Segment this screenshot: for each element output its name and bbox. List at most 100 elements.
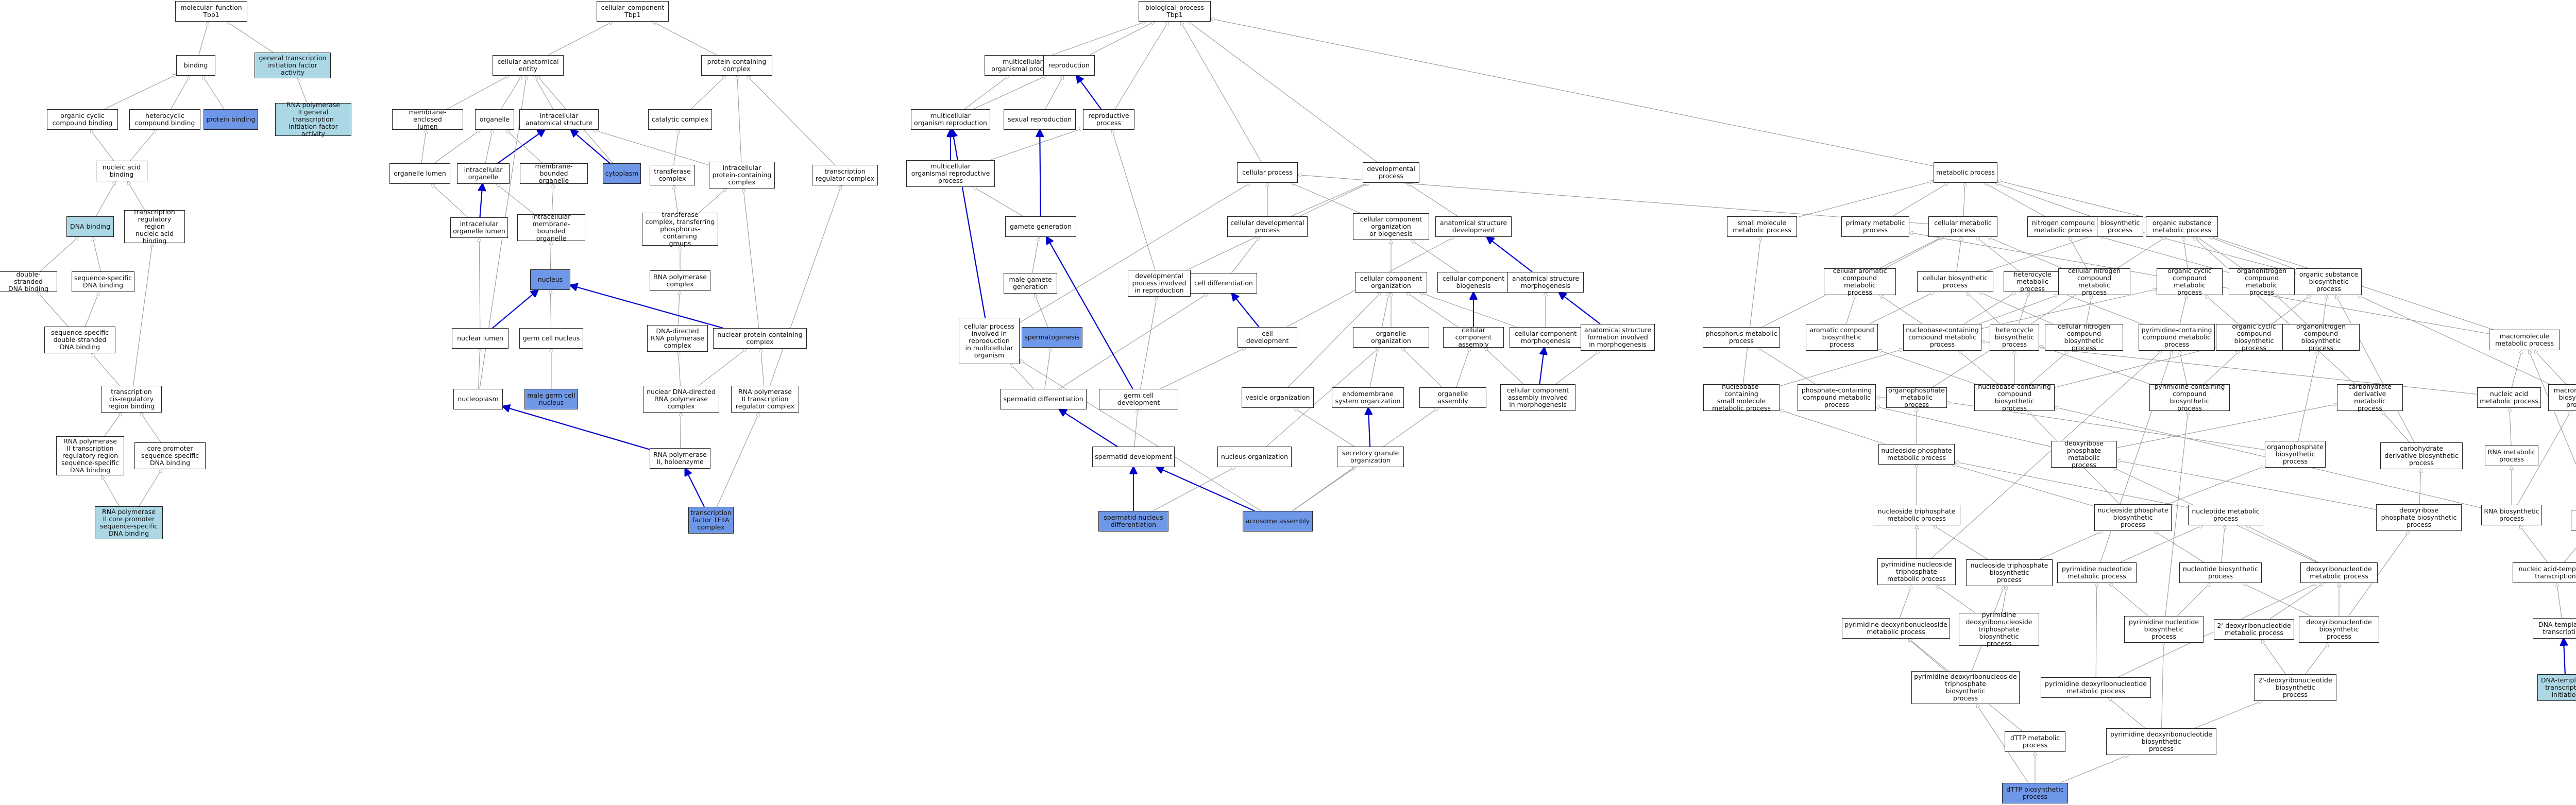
node-heterocycle-met: heterocycle metabolic process <box>2004 271 2061 293</box>
edge-gene_expression-to-macromolecule_met <box>2529 350 2576 465</box>
edge-secretory_granule_org-to-endomembrane_org <box>1368 408 1370 447</box>
node-core-promoter-binding: core promoter sequence-specific DNA bind… <box>134 442 206 469</box>
edge-nucleotide_biosyn-to-nucleotide_met <box>2221 525 2225 563</box>
node-small-mol-met: small molecule metabolic process <box>1727 216 1797 237</box>
edge-nt_triphosphate_biosyn-to-nucleoside_triphosphate_met <box>1933 525 1988 560</box>
node-cellular-process-repro: cellular process involved in reproductio… <box>959 318 1020 364</box>
node-reproductive-process: reproductive process <box>1083 109 1134 130</box>
node-ds-dna-binding: double-stranded DNA binding <box>0 271 57 293</box>
node-cc-morph: cellular component morphogenesis <box>1510 327 1582 348</box>
node-pyr-dnt-biosyn: pyrimidine deoxyribonucleotide biosynthe… <box>2106 728 2216 755</box>
edge-aromatic_biosyn-to-cell_biosynthetic <box>1869 292 1934 324</box>
edge-nuclear_ddrp_complex-to-ddrp_complex <box>679 352 681 386</box>
node-rnap2-holoenzyme: RNA polymerase II, holoenzyme <box>650 448 710 469</box>
edge-cell_biosynthetic-to-cellular_met <box>1956 237 1961 272</box>
node-protein-complex: protein-containing complex <box>701 55 772 76</box>
edge-nucleic_acid_binding-to-org_cyclic_binding <box>90 130 114 161</box>
node-nuclear-lumen: nuclear lumen <box>452 328 509 349</box>
edge-germ_cell_nucleus-to-nucleus <box>550 290 551 329</box>
edge-ds_dna_binding-to-dna_binding <box>40 237 78 272</box>
edge-nucleic_acid_templated_tr-to-gene_expression <box>2564 547 2576 563</box>
edge-nucleobase_met-to-heterocycle_met <box>1963 292 2015 324</box>
edge-pyr_dnt_biosyn-to-pyr_nucleotide_biosyn <box>2161 643 2164 729</box>
edge-org_cyclic_biosyn-to-org_cyclic_met <box>2205 295 2239 324</box>
node-pyr-dnt-tri-biosyn-a: pyrimidine deoxyribonucleoside triphosph… <box>1959 611 2039 647</box>
node-nucleus: nucleus <box>530 269 570 290</box>
node-cc-root: cellular_component Tbp1 <box>597 1 669 22</box>
edge-gamete_generation-to-multi_org_repro_process <box>973 187 1024 217</box>
edge-cc_biogenesis-to-cc_org_biogenesis <box>1411 240 1459 272</box>
edge-pyr_dnt_met2-to-pyr_nucleotide_met <box>2096 583 2097 678</box>
edge-nucleotide_met-to-nucleoside_phosphate_met <box>1955 462 2189 508</box>
edge-nucleobase_small_met-to-nucleobase_met <box>1779 349 1903 387</box>
edge-protein_binding-to-binding <box>202 76 225 110</box>
node-phosphate-cont-met: phosphate-containing compound metabolic … <box>1798 384 1876 411</box>
edge-membrane_organelle-to-organelle <box>506 130 543 164</box>
edge-deoxyribose_phosphate_met-to-phosphate_cont_met <box>1876 406 2052 447</box>
edge-rnap2_holoenzyme-to-nuclear_ddrp_complex <box>680 413 681 449</box>
edge-cc_assembly_morph-to-cc_assembly <box>1484 348 1524 385</box>
edge-deoxyribonucleotide_biosyn-to-nucleotide_biosyn <box>2242 583 2311 616</box>
node-deoxyribose-phosphate-biosyn: deoxyribose phosphate biosynthetic proce… <box>2376 504 2462 531</box>
node-anat-struct-formation: anatomical structure formation involved … <box>1581 324 1655 351</box>
edge-macromolecule_biosyn-to-org_subst_biosyn <box>2358 295 2550 385</box>
edge-multi_org_reproduction-to-reproduction <box>973 76 1046 110</box>
node-org-cyclic-met: organic cyclic compound metabolic proces… <box>2157 267 2223 296</box>
edge-binding-to-mf_root <box>198 22 209 56</box>
edge-rnap2_tr_reg_complex-to-tr_reg_complex <box>769 185 841 386</box>
node-cell-biosynthetic: cellular biosynthetic process <box>1917 271 1993 292</box>
edge-rnap2_core_binding-to-core_promoter_binding <box>139 469 162 507</box>
node-carbohydrate-deriv-met: carbohydrate derivative metabolic proces… <box>2337 383 2403 412</box>
node-mf-root: molecular_function Tbp1 <box>175 1 247 22</box>
edge-dev_process_repro-to-reproductive_process <box>1112 130 1156 270</box>
edge-primary_met-to-metabolic_process <box>1892 183 1948 217</box>
edge-deoxyribose_phosphate_met-to-carbohydrate_deriv_met <box>2116 404 2337 448</box>
node-spermatid-nucleus-diff: spermatid nucleus differentiation <box>1098 511 1168 532</box>
edge-transferase_complex-to-catalytic_complex <box>673 130 679 165</box>
node-intracell-organelle: intracellular organelle <box>457 163 510 184</box>
node-biosynthetic: biosynthetic process <box>2097 216 2143 237</box>
edge-deoxyribose_phosphate_biosyn-to-deoxyribose_phosphate_met <box>2117 460 2377 510</box>
node-cell-nitrogen-met: cellular nitrogen compound metabolic pro… <box>2058 267 2130 296</box>
edge-nucleic_acid_binding-to-hetero_binding <box>130 130 156 161</box>
node-nucleoside-triphosphate-met: nucleoside triphosphate metabolic proces… <box>1873 505 1960 525</box>
node-cell-development: cell development <box>1238 327 1297 348</box>
edge-male_gamete_gen-to-gamete_generation <box>1032 237 1039 273</box>
edge-intracell_protein_complex-to-intracell_anat <box>593 130 709 166</box>
node-org-subst-met: organic substance metabolic process <box>2146 216 2218 237</box>
node-organonitrogen-met: organonitrogen compound metabolic proces… <box>2229 267 2295 296</box>
edge-pyrimidine_cont_biosyn-to-pyrimidine_cont_met <box>2180 351 2187 385</box>
node-male-germ-nucleus: male germ cell nucleus <box>524 389 578 409</box>
node-dna-templated-init: DNA-templated transcription initiation <box>2537 674 2576 701</box>
edge-nucleotide_biosyn-to-nucleoside_phosphate_biosyn <box>2154 531 2205 563</box>
edge-cytoplasm-to-intracell_anat <box>571 130 611 164</box>
node-anat-struct-dev: anatomical structure development <box>1435 216 1512 237</box>
edge-spermatid_dev-to-spermatid_diff <box>1059 409 1118 447</box>
node-anat-struct-morph: anatomical structure morphogenesis <box>1507 272 1584 293</box>
node-nucleus-org: nucleus organization <box>1217 447 1292 467</box>
node-rna-met: RNA metabolic process <box>2485 446 2538 466</box>
node-pyr-nt-triphosphate-met: pyrimidine nucleoside triphosphate metab… <box>1877 558 1956 585</box>
edge-dttp_biosyn-to-pyr_dnt_tri_met <box>1976 704 2029 783</box>
edge-pyr_nucleotide_biosyn-to-pyrimidine_cont_biosyn <box>2165 411 2188 616</box>
edge-organelle-to-anat_entity <box>500 76 521 110</box>
edge-deoxy2_biosyn-to-deoxyribonucleotide_biosyn <box>2305 643 2329 675</box>
edge-organonitrogen_biosyn-to-org_subst_biosyn <box>2323 295 2327 324</box>
node-transferase-phospho: transferase complex, transferring phosph… <box>642 211 718 247</box>
edge-cellular_process_repro-to-cellular_process <box>1019 183 1250 323</box>
edge-reproductive_process-to-reproduction <box>1077 76 1102 110</box>
edge-pyr_nucleotide_biosyn-to-nucleotide_biosyn <box>2177 583 2210 616</box>
edge-catalytic_complex-to-protein_complex <box>690 76 726 110</box>
edge-carbohydrate_deriv_biosyn-to-org_subst_biosyn <box>2336 295 2415 443</box>
node-rnap2-gtf-activity: RNA polymerase II general transcription … <box>275 101 351 138</box>
edge-deoxy2_biosyn-to-deoxy2_met <box>2261 640 2286 675</box>
edge-pyr_dnt_tri_biosyn_a-to-pyr_nt_triphosphate_met <box>1936 585 1976 613</box>
node-nucleotide-met: nucleotide metabolic process <box>2188 505 2263 525</box>
edge-nuclear_ddrp_complex-to-nuclear_protein_complex <box>698 349 747 386</box>
edge-pyr_dnt_tri_met-to-pyr_dnt_met <box>1908 639 1946 672</box>
edge-tfiia-to-rnap2_tr_reg_complex <box>717 413 759 507</box>
node-nucleic-acid-templated-tr: nucleic acid-templated transcription <box>2513 562 2576 583</box>
node-nitrogen-met: nitrogen compound metabolic process <box>2027 216 2099 237</box>
node-gene-expression: gene expression <box>2571 510 2576 530</box>
edge-germ_cell_dev-to-gamete_generation <box>1046 237 1133 389</box>
